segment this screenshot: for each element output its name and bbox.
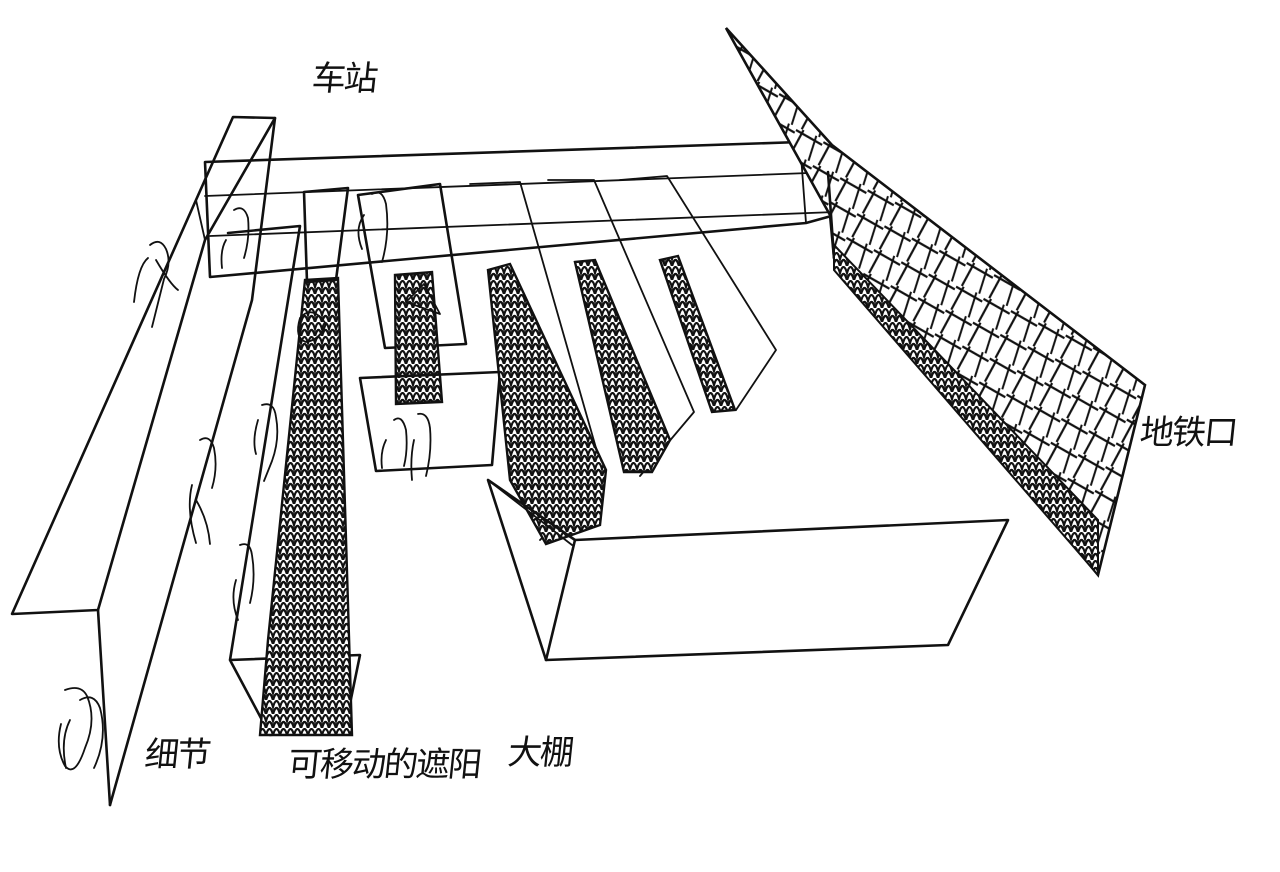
label-metro-entrance: 地铁口 <box>1137 413 1239 453</box>
label-movable-shade: 可移动的遮阳 <box>285 745 483 785</box>
label-detail: 细节 <box>142 735 212 775</box>
platform-box <box>486 478 1010 662</box>
shade-column-middle <box>356 182 502 473</box>
people-figures <box>57 191 441 771</box>
label-station: 车站 <box>309 59 379 99</box>
shade-strips-right <box>469 175 777 546</box>
textured-wall-right <box>724 27 1147 578</box>
shade-column-left <box>226 186 362 737</box>
left-walkway <box>10 115 277 807</box>
label-canopy: 大棚 <box>505 733 575 773</box>
overhead-canopy <box>203 140 837 279</box>
